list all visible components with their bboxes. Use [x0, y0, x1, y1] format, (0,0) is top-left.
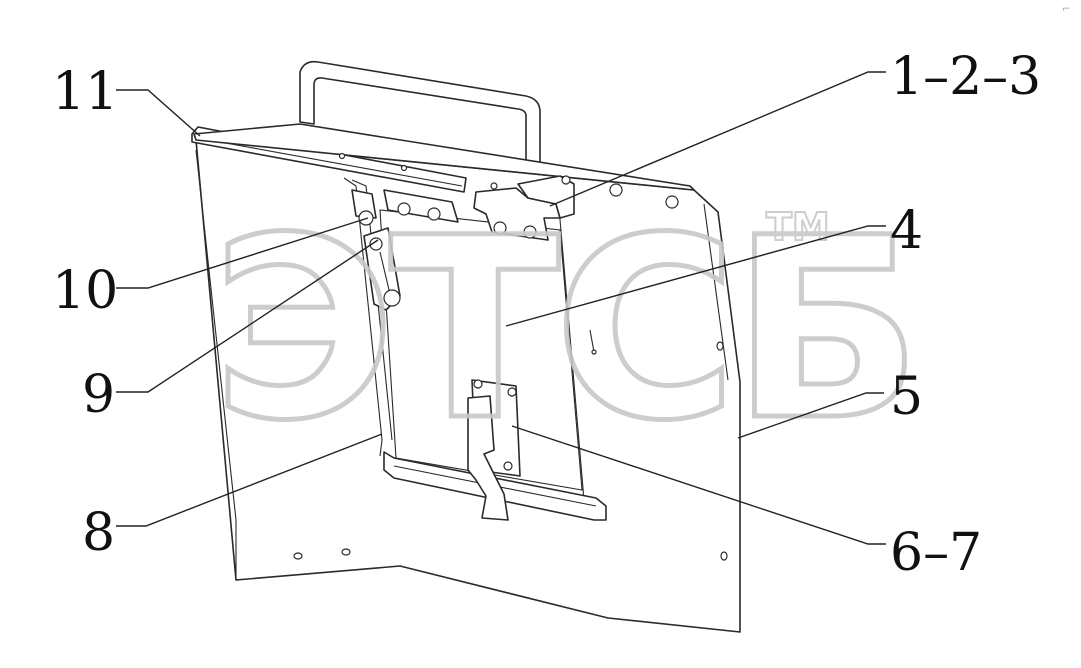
callout-10: 10	[52, 261, 118, 321]
callout-labels: 11 1–2–3 4 10 9 5 8 6–7	[52, 47, 1041, 583]
hinge-bracket-left	[383, 189, 459, 223]
watermark-logo: ЭТСБ TM	[210, 182, 925, 478]
callout-1-2-3: 1–2–3	[890, 47, 1041, 107]
latch-assembly-9-10	[351, 189, 401, 311]
hinge-bracket-right	[473, 175, 575, 241]
callout-11: 11	[52, 62, 118, 122]
callout-9: 9	[82, 365, 115, 425]
callout-8: 8	[82, 503, 115, 563]
callout-5: 5	[890, 367, 923, 427]
leader-lines	[116, 71, 886, 545]
panel-holes	[293, 341, 728, 561]
corner-mark: ⌐	[1062, 4, 1070, 15]
callout-6-7: 6–7	[890, 523, 982, 583]
top-fasteners	[338, 152, 679, 209]
lower-latch-6-7	[467, 379, 521, 521]
top-strip-11	[191, 123, 695, 193]
callout-4: 4	[890, 201, 923, 261]
watermark-tm: TM	[766, 205, 830, 249]
